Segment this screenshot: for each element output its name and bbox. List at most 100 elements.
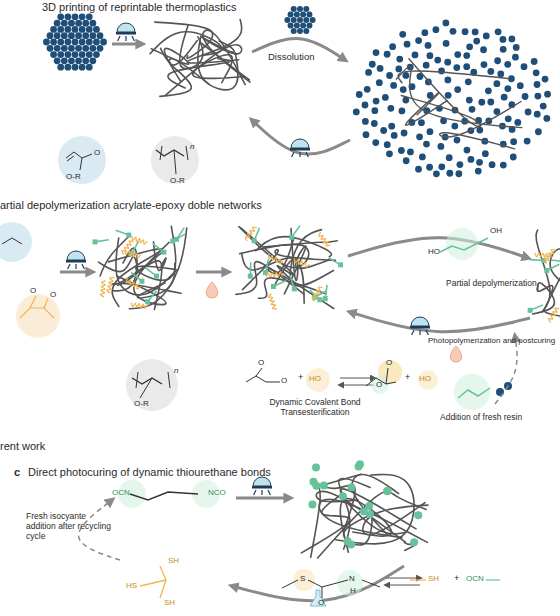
- monomer-dot: [89, 20, 96, 27]
- solvent-dot: [482, 150, 489, 157]
- solvent-dot: [418, 119, 425, 126]
- epoxy-node: [292, 286, 297, 291]
- epoxy-node: [323, 296, 328, 301]
- lamp-dome: [291, 139, 309, 148]
- thiourethane-bond: [308, 501, 316, 509]
- chemical-bond: [160, 566, 166, 598]
- monomer-dot: [303, 28, 309, 34]
- process-arrow: [60, 271, 92, 274]
- polymer-chain: [340, 499, 391, 553]
- solvent-dot: [380, 127, 387, 134]
- solvent-dot: [531, 58, 538, 65]
- plus-sign: +: [298, 372, 303, 382]
- solvent-dot: [371, 107, 378, 114]
- polymer-chains: [236, 227, 337, 309]
- chemical-bond: [440, 238, 488, 252]
- solvent-dot: [463, 63, 470, 70]
- monomer-dot: [64, 51, 71, 58]
- monomer-cluster: [284, 6, 315, 34]
- monomer-dot: [64, 64, 71, 71]
- highlight-glow: [16, 294, 60, 338]
- solvent-dot: [544, 91, 551, 98]
- anhydride-link: [127, 278, 141, 289]
- solvent-dot: [465, 78, 472, 85]
- monomer-dot: [82, 45, 89, 52]
- solvent-dot: [404, 41, 411, 48]
- equilibrium-arrow: [340, 385, 374, 386]
- monomer-dot: [297, 28, 303, 34]
- monomer-dot: [68, 57, 75, 64]
- polymer-chain: [168, 59, 230, 88]
- thiourethane-bond: [347, 483, 355, 491]
- monomer-dot: [79, 13, 86, 20]
- solvent-dot: [476, 159, 483, 166]
- monomer-dot: [97, 32, 104, 39]
- chemical-bond: [362, 580, 380, 587]
- monomer-dot: [89, 57, 96, 64]
- thiourethane-bond: [384, 487, 392, 495]
- chemical-bond: [136, 372, 138, 388]
- monomer-dot: [64, 13, 71, 20]
- heat-flame: [450, 346, 461, 362]
- solvent-dot: [489, 161, 496, 168]
- process-arrow: [196, 271, 228, 274]
- lamp-base: [66, 260, 86, 263]
- monomer-dot: [86, 13, 93, 20]
- atom-label: O: [318, 598, 324, 607]
- thiourethane-bond: [312, 464, 320, 472]
- heat-flame: [206, 282, 217, 298]
- mechanism-label: Dynamic Covalent Bond Transesterificatio…: [250, 398, 380, 418]
- panel-title: Direct photocuring of dynamic thiouretha…: [28, 466, 271, 479]
- solvent-dot: [457, 161, 464, 168]
- monomer-dot: [297, 6, 303, 12]
- solvent-dot: [425, 42, 432, 49]
- polymer-chain: [201, 36, 234, 52]
- polymer-chains: [533, 230, 560, 319]
- epoxy-node: [317, 297, 322, 302]
- monomer-dot: [86, 39, 93, 46]
- anhydride-link: [122, 241, 134, 255]
- monomer-dot: [79, 64, 86, 71]
- solvent-dot: [481, 61, 488, 68]
- anhydride-link: [245, 227, 257, 241]
- monomer-dot: [75, 20, 82, 27]
- solvent-dot: [497, 71, 504, 78]
- solvent-dot: [390, 82, 397, 89]
- polymer-chain: [112, 251, 181, 294]
- solvent-dot: [423, 141, 430, 148]
- polymer-chain: [154, 242, 166, 271]
- monomer-dot: [72, 13, 79, 20]
- monomer-dot: [306, 11, 312, 17]
- solvent-dot: [501, 94, 508, 101]
- atom-label: SH: [164, 598, 175, 607]
- solvent-dot: [401, 130, 408, 137]
- polymer-chain: [239, 227, 309, 268]
- lamp-base: [290, 148, 310, 151]
- panel-title: 3D printing of reprintable thermoplastic…: [42, 1, 236, 14]
- monomer-dot: [82, 20, 89, 27]
- monomer-dot: [57, 13, 64, 20]
- anhydride-link: [268, 294, 277, 309]
- solvent-dot: [540, 103, 547, 110]
- chemical-bond: [66, 152, 92, 158]
- monomer-dot: [61, 57, 68, 64]
- monomer-dot: [57, 64, 64, 71]
- atom-label: O: [376, 380, 382, 389]
- solvent-dot: [454, 137, 461, 144]
- monomer-dot: [47, 32, 54, 39]
- anhydride-link: [266, 272, 282, 277]
- lamp-ray: [268, 490, 270, 495]
- atom-label: HO: [419, 374, 431, 383]
- process-arrow: [252, 120, 350, 154]
- atom-label: OCN: [466, 574, 484, 583]
- solvent-dot: [542, 76, 549, 83]
- uv-lamp: [252, 477, 272, 495]
- chemical-bond: [140, 378, 152, 398]
- monomer-dot: [288, 23, 294, 29]
- thiourethane-bond: [414, 511, 422, 519]
- chemical-bond: [458, 388, 490, 398]
- solvent-dot: [437, 143, 444, 150]
- monomer-dot: [72, 39, 79, 46]
- monomer-cluster: [43, 13, 107, 70]
- solvent-dot: [362, 118, 369, 125]
